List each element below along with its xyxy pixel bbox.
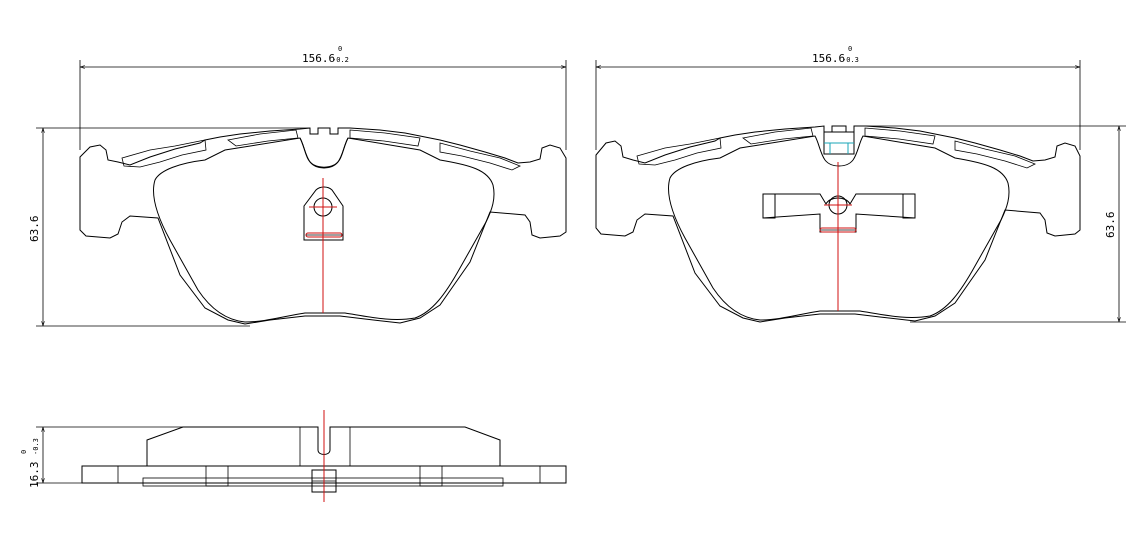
- thickness-value: 16.3: [28, 462, 41, 489]
- right-clip-tab-left: [762, 193, 776, 219]
- left-ear-groove-3: [349, 129, 421, 147]
- right-backing-plate: [595, 125, 1081, 323]
- thickness-dimension: 16.3 0 -0.3: [20, 426, 300, 489]
- right-ear-groove-4: [954, 140, 1036, 169]
- side-underlayer: [142, 477, 504, 487]
- left-pad-view: 156.6 0 -0.2 63.6: [28, 45, 567, 327]
- right-spring-clip: [762, 193, 916, 233]
- left-friction-material: [152, 137, 495, 323]
- thickness-tol-lower: -0.3: [32, 438, 40, 455]
- side-view: 16.3 0 -0.3: [20, 410, 567, 502]
- right-ear-groove-3: [864, 127, 936, 145]
- right-width-tol-lower: -0.3: [842, 56, 859, 64]
- left-slot-contour: [299, 137, 349, 168]
- right-width-dimension: 156.6 0 -0.3: [595, 45, 1081, 150]
- left-ear-groove-2: [227, 129, 299, 147]
- right-width-tol-upper: 0: [848, 45, 852, 53]
- right-height-dimension: 63.6: [856, 125, 1126, 323]
- right-ear-groove-2: [742, 127, 814, 145]
- left-ear-groove-1: [121, 139, 207, 168]
- left-width-tol-upper: 0: [338, 45, 342, 53]
- right-pad-view: 156.6 0 -0.3 63.6: [595, 45, 1126, 323]
- left-height-dimension: 63.6: [28, 127, 310, 327]
- left-width-tol-lower: -0.2: [332, 56, 349, 64]
- right-friction-outline: [667, 135, 1010, 321]
- left-width-value: 156.6: [302, 52, 335, 65]
- left-clip-slot: [303, 186, 344, 241]
- left-ear-groove-4: [439, 142, 521, 171]
- right-clip-tab-right: [902, 193, 916, 219]
- right-height-value: 63.6: [1104, 212, 1117, 239]
- right-ear-groove-1: [636, 137, 722, 166]
- left-height-value: 63.6: [28, 216, 41, 243]
- thickness-tol-upper: 0: [20, 450, 28, 454]
- left-width-dimension: 156.6 0 -0.2: [79, 45, 567, 150]
- left-backing-plate: [79, 127, 567, 325]
- right-wear-sensor: [823, 131, 855, 155]
- right-width-value: 156.6: [812, 52, 845, 65]
